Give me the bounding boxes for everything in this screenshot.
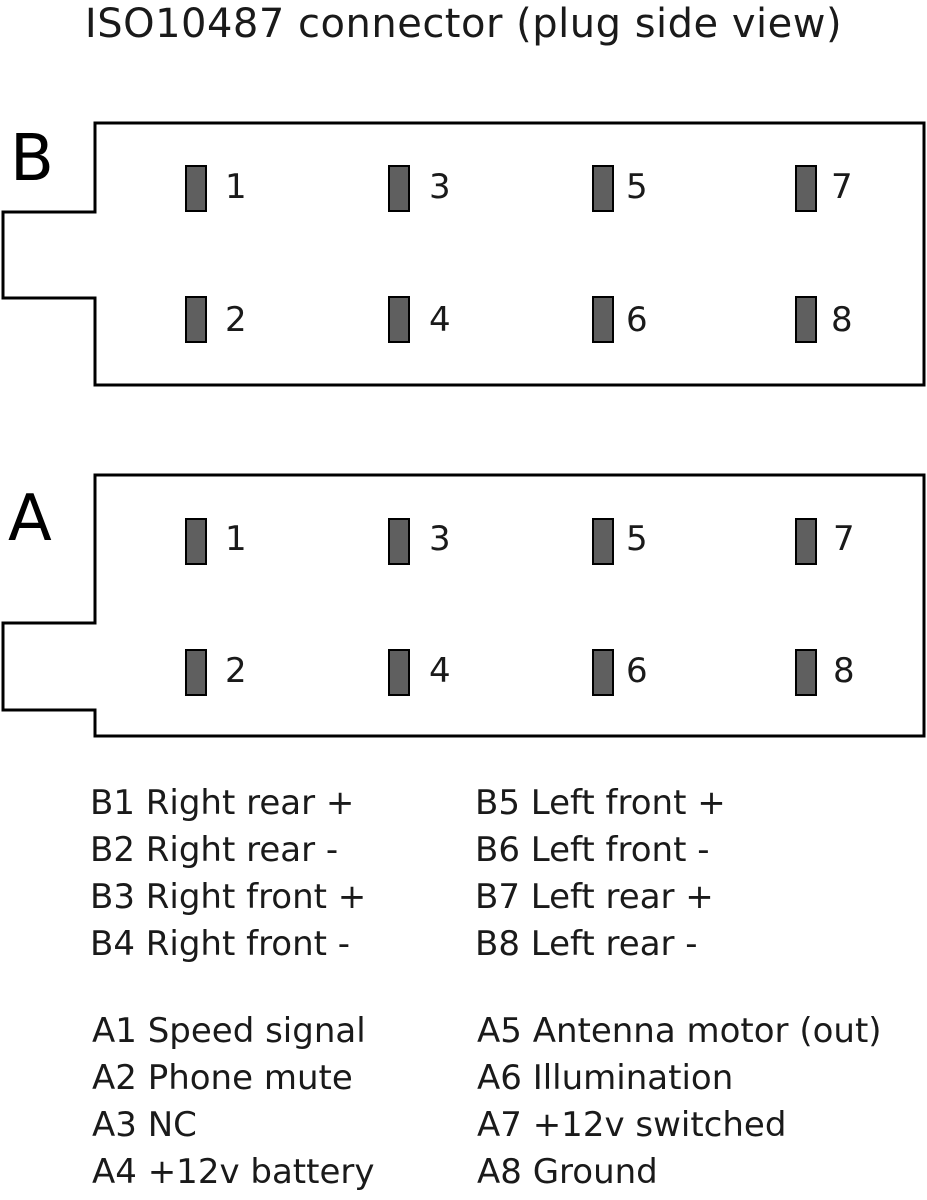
legend-item: B5 Left front + — [475, 783, 726, 823]
connector-a-pin-6 — [592, 649, 614, 696]
connector-b-letter: B — [10, 122, 54, 196]
connector-b-pin-label: 4 — [429, 300, 451, 340]
connector-b-pin-8 — [795, 296, 817, 343]
connector-a-outline — [1, 473, 926, 738]
legend-item: A1 Speed signal — [92, 1011, 366, 1051]
connector-a-pin-label: 6 — [626, 651, 648, 691]
connector-b-pin-label: 3 — [429, 167, 451, 207]
connector-b-pin-label: 2 — [225, 300, 247, 340]
connector-b-pin-4 — [388, 296, 410, 343]
legend-a-left: A1 Speed signal A2 Phone mute A3 NC A4 +… — [92, 1008, 374, 1196]
connector-a-pin-5 — [592, 518, 614, 565]
connector-a-pin-label: 5 — [626, 519, 648, 559]
connector-b-pin-label: 7 — [831, 167, 853, 207]
connector-a-pin-label: 2 — [225, 651, 247, 691]
legend-item: B8 Left rear - — [475, 924, 698, 964]
legend-item: B3 Right front + — [90, 877, 367, 917]
connector-a-pin-label: 4 — [429, 651, 451, 691]
connector-a-pin-7 — [795, 518, 817, 565]
legend-item: B7 Left rear + — [475, 877, 714, 917]
legend-b-left: B1 Right rear + B2 Right rear - B3 Right… — [90, 780, 366, 968]
connector-b-pin-1 — [185, 165, 207, 212]
legend-item: A3 NC — [92, 1105, 197, 1145]
connector-b-pin-3 — [388, 165, 410, 212]
legend-item: B1 Right rear + — [90, 783, 355, 823]
connector-a-letter: A — [8, 482, 52, 556]
connector-a-pin-label: 7 — [833, 519, 855, 559]
connector-a-pin-4 — [388, 649, 410, 696]
legend-item: B6 Left front - — [475, 830, 710, 870]
legend-item: A5 Antenna motor (out) — [477, 1011, 882, 1051]
connector-b-pin-2 — [185, 296, 207, 343]
connector-a-pin-2 — [185, 649, 207, 696]
connector-b-pin-7 — [795, 165, 817, 212]
connector-b-outline — [1, 121, 926, 387]
connector-b-pin-label: 6 — [626, 300, 648, 340]
diagram-title: ISO10487 connector (plug side view) — [84, 1, 843, 47]
connector-a-pin-label: 1 — [225, 519, 247, 559]
legend-item: A4 +12v battery — [92, 1152, 375, 1192]
connector-a-pin-3 — [388, 518, 410, 565]
connector-a-pin-1 — [185, 518, 207, 565]
connector-b-pin-label: 8 — [831, 300, 853, 340]
legend-item: B4 Right front - — [90, 924, 351, 964]
connector-b: B 1 3 5 7 2 4 6 8 — [1, 121, 926, 387]
connector-b-pin-label: 5 — [626, 167, 648, 207]
connector-b-pin-label: 1 — [225, 167, 247, 207]
legend-item: B2 Right rear - — [90, 830, 339, 870]
legend-a-right: A5 Antenna motor (out) A6 Illumination A… — [477, 1008, 882, 1196]
connector-a-pin-label: 3 — [429, 519, 451, 559]
connector-a-pin-8 — [795, 649, 817, 696]
connector-a-pin-label: 8 — [833, 651, 855, 691]
legend-item: A6 Illumination — [477, 1058, 734, 1098]
connector-a: A 1 3 5 7 2 4 6 8 — [1, 473, 926, 738]
legend-item: A2 Phone mute — [92, 1058, 353, 1098]
legend-item: A7 +12v switched — [477, 1105, 787, 1145]
connector-b-pin-5 — [592, 165, 614, 212]
connector-diagram: B 1 3 5 7 2 4 6 8 A 1 3 5 7 2 4 6 — [1, 121, 926, 738]
connector-b-pin-6 — [592, 296, 614, 343]
legend-item: A8 Ground — [477, 1152, 658, 1192]
legend-b-right: B5 Left front + B6 Left front - B7 Left … — [475, 780, 726, 968]
